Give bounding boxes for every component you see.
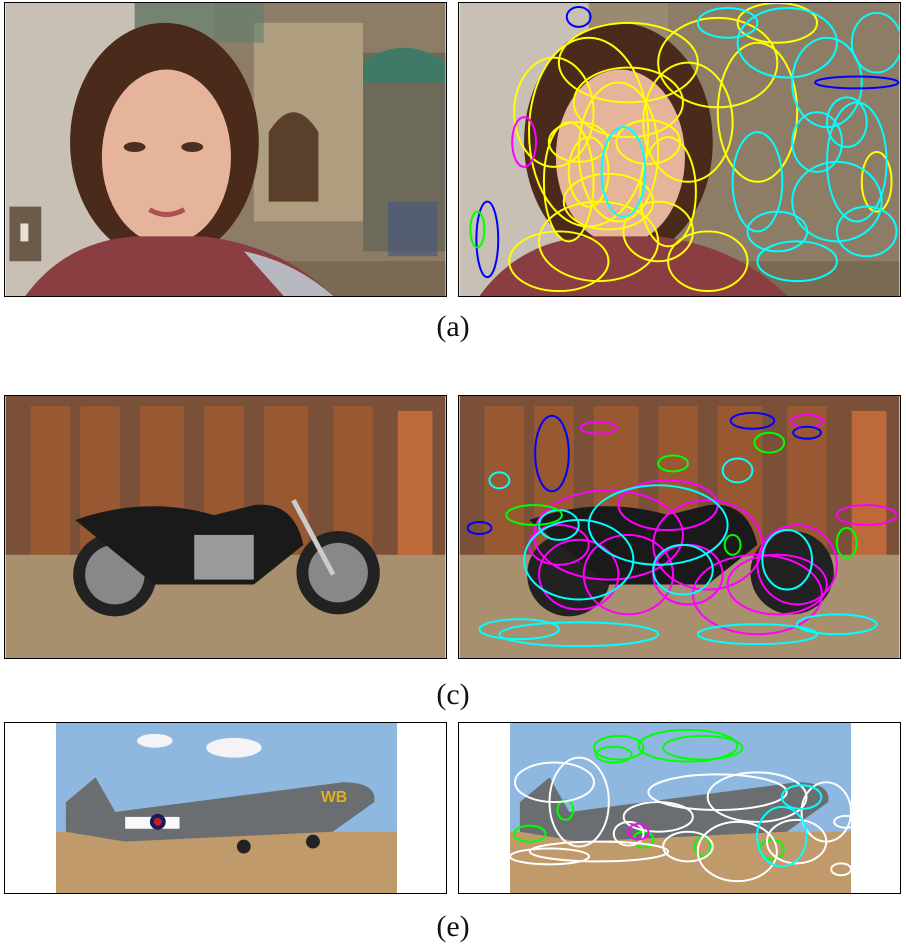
- motorbike-features-drawing: [459, 396, 900, 658]
- face-features-drawing: [459, 3, 900, 296]
- airplane-tail-code: WB: [321, 789, 347, 806]
- face-features-overlay: [458, 2, 901, 297]
- panel-label-c: (c): [436, 678, 470, 711]
- airplane-photo-drawing: WB: [6, 723, 445, 893]
- airplane-photo: WB: [4, 722, 447, 894]
- panel-label-e: (e): [436, 910, 470, 943]
- motorbike-photo-drawing: [5, 396, 446, 658]
- face-photo: [4, 2, 447, 297]
- face-photo-drawing: [5, 3, 446, 296]
- motorbike-features-overlay: [458, 395, 901, 659]
- panel-label-a: (a): [436, 310, 470, 343]
- airplane-features-overlay: [458, 722, 901, 894]
- motorbike-photo: [4, 395, 447, 659]
- airplane-features-drawing: [460, 723, 899, 893]
